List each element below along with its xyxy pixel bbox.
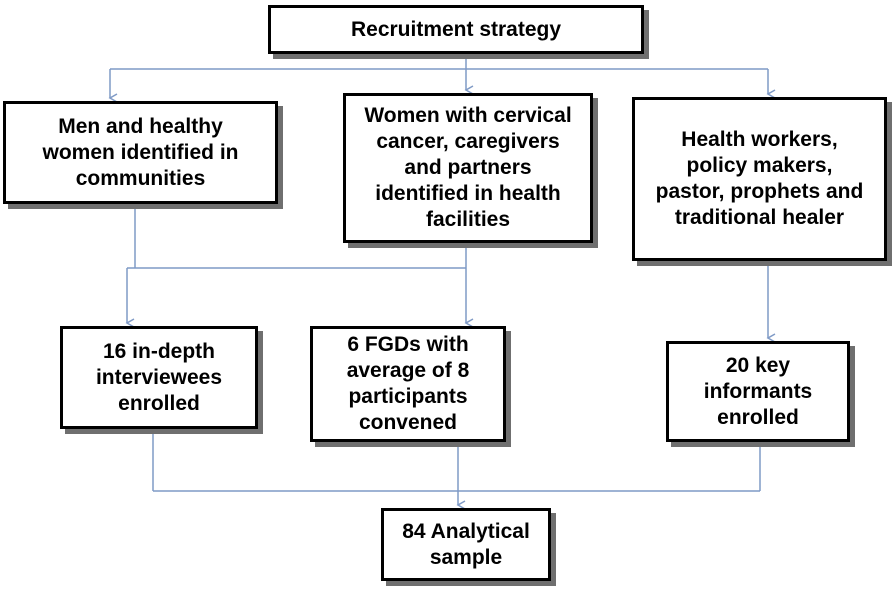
recruitment-strategy-box: Recruitment strategy bbox=[268, 5, 644, 54]
key-stakeholders-box: Health workers, policy makers, pastor, p… bbox=[632, 97, 887, 261]
health-facility-recruitment-label: Women with cervical cancer, caregivers a… bbox=[364, 104, 572, 231]
bottom-merge-connectors bbox=[152, 432, 761, 510]
analytical-sample-label: 84 Analytical sample bbox=[402, 519, 530, 569]
top-split-connectors bbox=[108, 57, 776, 103]
key-informants-label: 20 key informants enrolled bbox=[703, 353, 813, 429]
in-depth-interviews-box: 16 in-depth interviewees enrolled bbox=[60, 326, 258, 429]
key-informants-box: 20 key informants enrolled bbox=[666, 341, 850, 442]
focus-groups-box: 6 FGDs with average of 8 participants co… bbox=[310, 326, 506, 442]
key-stakeholders-label: Health workers, policy makers, pastor, p… bbox=[655, 128, 864, 229]
in-depth-interviews-label: 16 in-depth interviewees enrolled bbox=[95, 339, 223, 415]
middle-merge-connectors bbox=[125, 207, 776, 343]
health-facility-recruitment-box: Women with cervical cancer, caregivers a… bbox=[343, 93, 593, 243]
recruitment-strategy-label: Recruitment strategy bbox=[350, 17, 562, 41]
community-recruitment-box: Men and healthy women identified in comm… bbox=[3, 101, 278, 204]
community-recruitment-label: Men and healthy women identified in comm… bbox=[42, 114, 239, 190]
analytical-sample-box: 84 Analytical sample bbox=[381, 508, 551, 581]
focus-groups-label: 6 FGDs with average of 8 participants co… bbox=[346, 333, 470, 434]
